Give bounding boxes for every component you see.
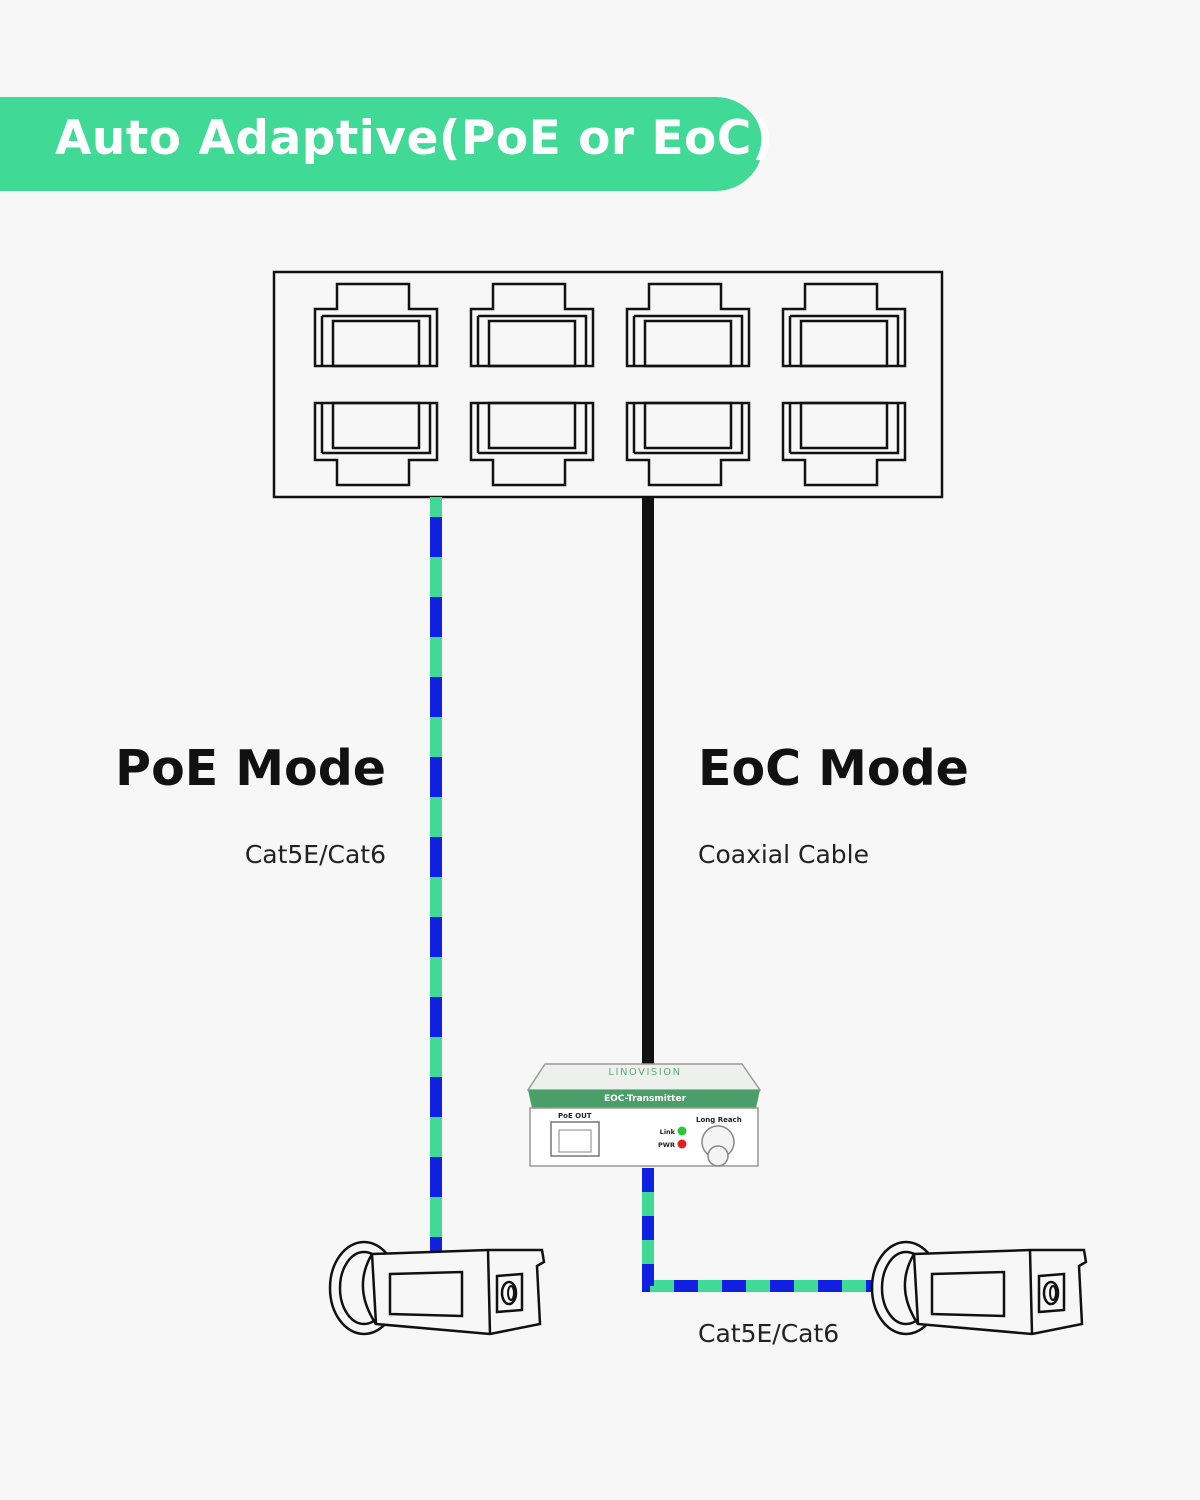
long-reach-label: Long Reach	[696, 1116, 742, 1124]
eoc-cable-label: Coaxial Cable	[698, 840, 869, 869]
eoc-ethernet-cable	[642, 1168, 874, 1292]
poe-out-label: PoE OUT	[558, 1112, 592, 1120]
camera-icon	[870, 1240, 1088, 1336]
rj45-port-icon	[550, 1121, 600, 1157]
network-switch	[272, 270, 944, 499]
camera-icon	[328, 1240, 546, 1336]
title-banner: Auto Adaptive(PoE or EoC)	[0, 97, 773, 191]
camera-cable-label: Cat5E/Cat6	[698, 1319, 840, 1348]
transmitter-model: EOC-Transmitter	[604, 1094, 687, 1104]
eoc-transmitter: LINOVISION EOC-Transmitter PoE OUT Long …	[526, 1063, 762, 1167]
poe-mode-title: PoE Mode	[115, 740, 386, 797]
poe-cable-label: Cat5E/Cat6	[244, 840, 386, 869]
eoc-mode-title: EoC Mode	[698, 740, 969, 797]
pwr-led	[677, 1139, 687, 1149]
link-led	[677, 1126, 687, 1136]
link-label: Link	[660, 1128, 676, 1136]
pwr-label: PWR	[658, 1141, 675, 1149]
transmitter-brand: LINOVISION	[608, 1067, 681, 1078]
banner-title: Auto Adaptive(PoE or EoC)	[55, 111, 774, 166]
